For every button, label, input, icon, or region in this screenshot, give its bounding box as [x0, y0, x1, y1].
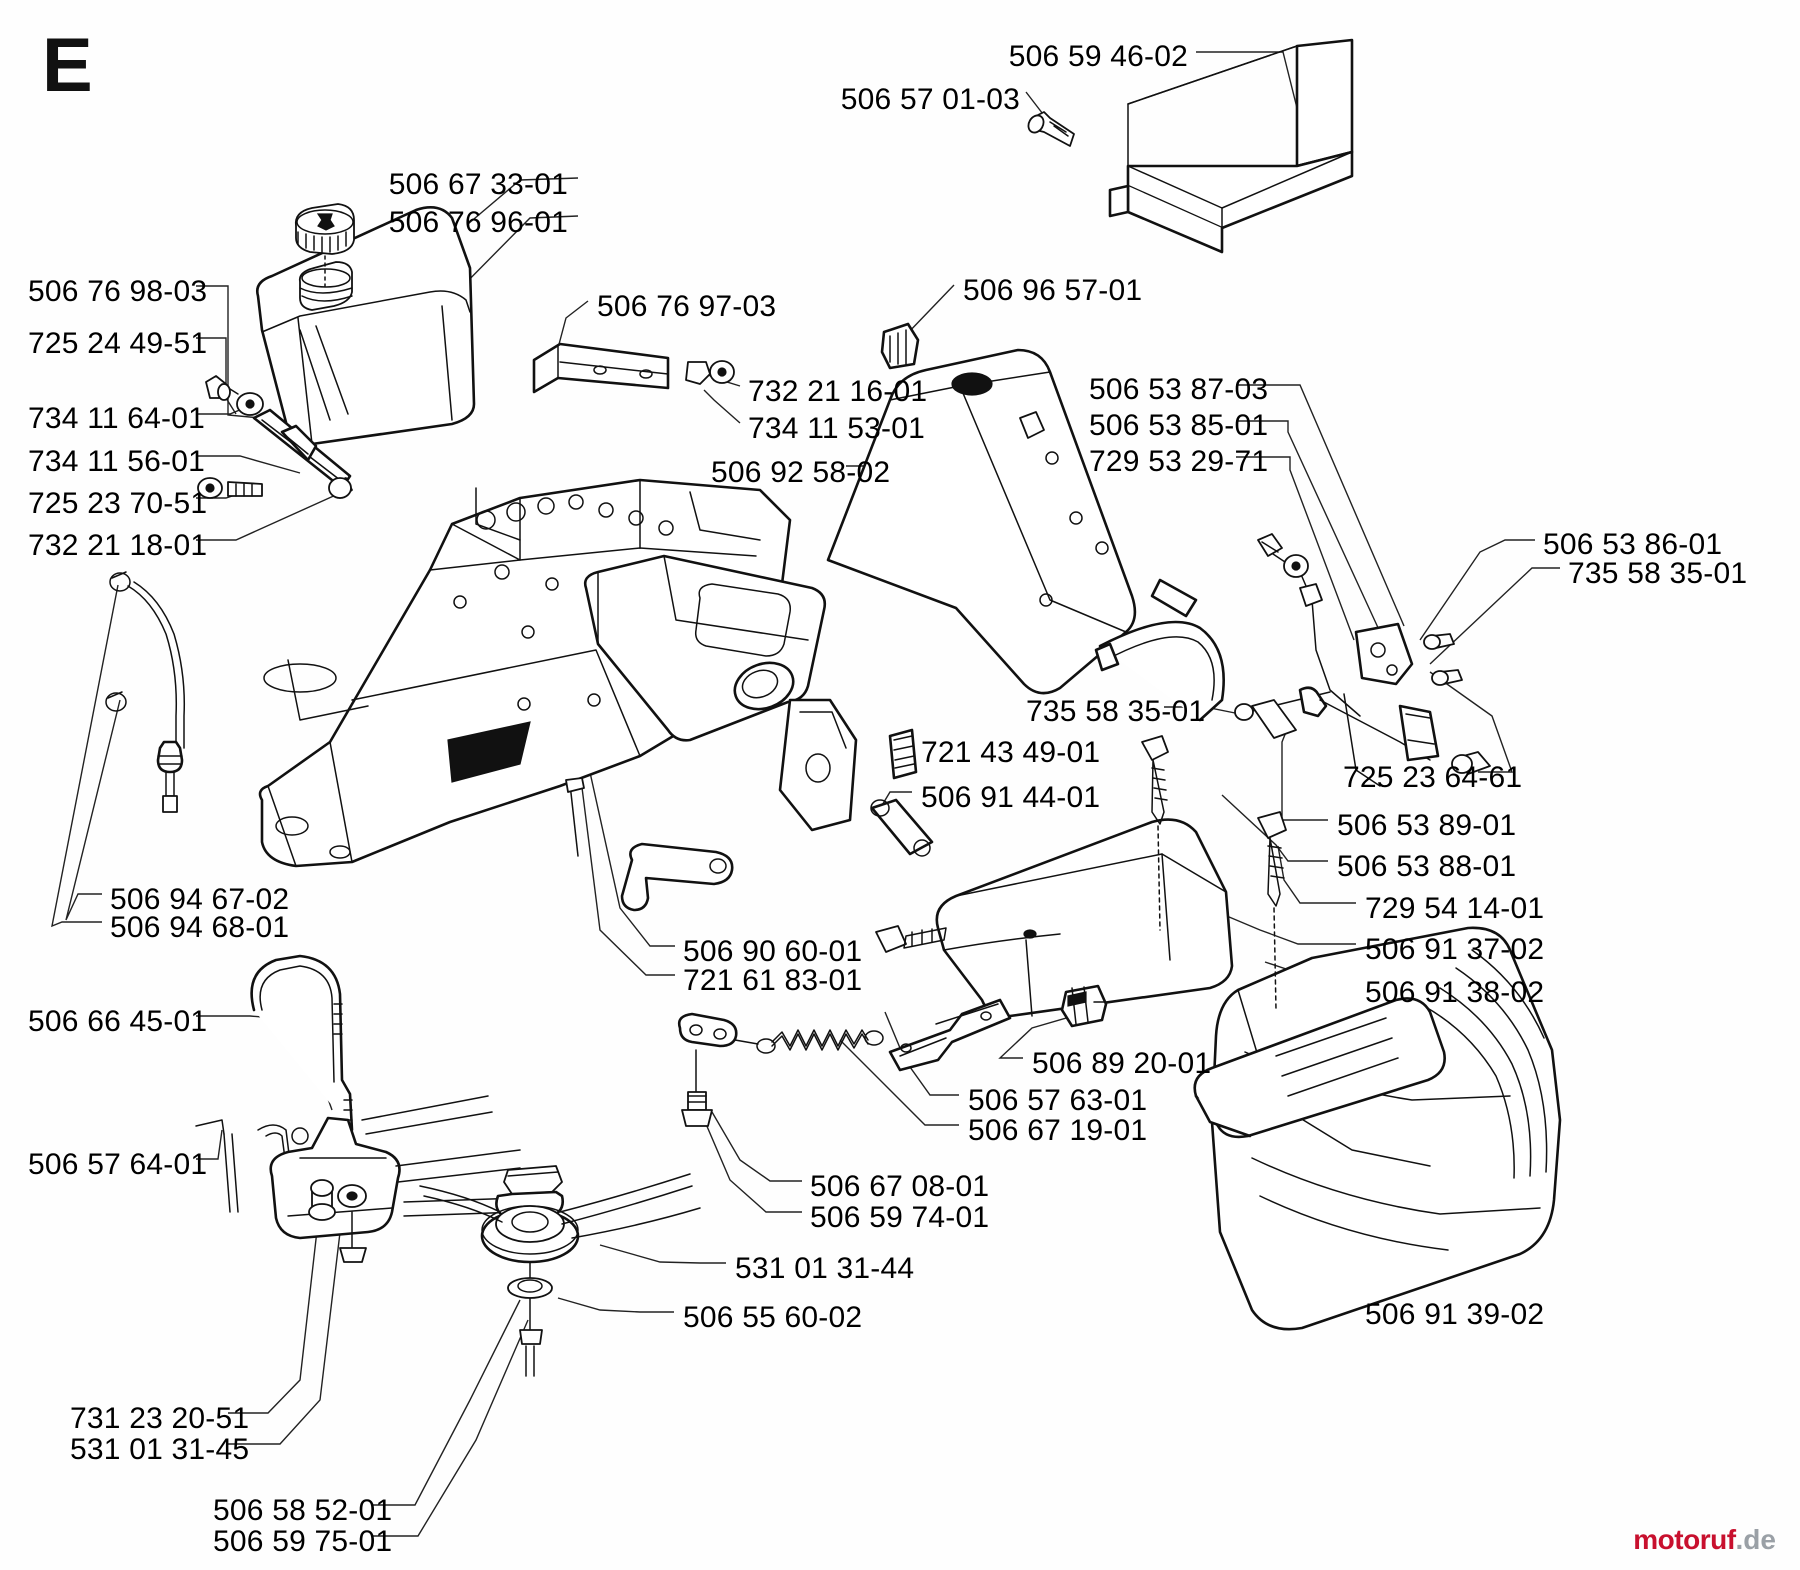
part-number-729-53-29-71: 729 53 29-71: [1089, 445, 1269, 478]
part-number-506-57-63-01: 506 57 63-01: [968, 1084, 1148, 1117]
part-number-506-91-38-02: 506 91 38-02: [1365, 976, 1545, 1009]
part-number-506-59-75-01: 506 59 75-01: [213, 1525, 393, 1558]
watermark: motoruf.de: [1633, 1524, 1776, 1556]
bracket-506-76-97-03: [532, 342, 735, 394]
part-number-506-94-67-02: 506 94 67-02: [110, 883, 290, 916]
part-number-506-58-52-01: 506 58 52-01: [213, 1494, 393, 1527]
part-number-506-59-74-01: 506 59 74-01: [810, 1201, 990, 1234]
part-number-506-67-08-01: 506 67 08-01: [810, 1170, 990, 1203]
part-number-506-67-19-01: 506 67 19-01: [968, 1114, 1148, 1147]
part-number-734-11-64-01: 734 11 64-01: [28, 402, 205, 435]
part-number-725-23-64-61: 725 23 64-61: [1343, 761, 1523, 794]
center-pulley-assembly: [419, 1165, 701, 1377]
handle-rod-506-66-45-01: [250, 954, 354, 1191]
part-number-731-23-20-51: 731 23 20-51: [70, 1402, 250, 1435]
watermark-tld: .de: [1735, 1524, 1776, 1555]
fuel-line-assembly: [105, 571, 186, 813]
screw-506-57-01-03: [1027, 111, 1075, 147]
part-number-531-01-31-44: 531 01 31-44: [735, 1252, 915, 1285]
part-number-506-76-98-03: 506 76 98-03: [28, 275, 208, 308]
part-number-506-55-60-02: 506 55 60-02: [683, 1301, 863, 1334]
part-number-506-91-39-02: 506 91 39-02: [1365, 1298, 1545, 1331]
part-number-734-11-53-01: 734 11 53-01: [748, 412, 925, 445]
part-number-735-58-35-01-right: 735 58 35-01: [1568, 557, 1748, 590]
link-arm-part: [565, 777, 734, 912]
rod-and-pin-assembly: [1234, 686, 1491, 787]
part-number-506-59-46-02: 506 59 46-02: [1008, 40, 1188, 73]
part-number-506-53-87-03: 506 53 87-03: [1089, 373, 1269, 406]
discharge-chute-part: [1108, 38, 1354, 254]
section-letter: E: [42, 23, 93, 108]
part-number-506-67-33-01: 506 67 33-01: [388, 168, 568, 201]
shield-screws: [875, 735, 1287, 1011]
cotter-pin-part: [195, 1119, 297, 1213]
part-number-725-23-70-51: 725 23 70-51: [28, 487, 208, 520]
control-rod-linkage-right: [1257, 533, 1463, 717]
part-number-506-53-86-01: 506 53 86-01: [1543, 528, 1723, 561]
part-number-721-61-83-01: 721 61 83-01: [683, 964, 863, 997]
part-number-725-24-49-51: 725 24 49-51: [28, 327, 208, 360]
fuel-tank-part: [256, 206, 476, 446]
pin-assembly-center: [870, 728, 934, 857]
rear-frame-arm: [826, 348, 1225, 722]
tank-strap-assembly: [197, 375, 353, 499]
part-number-732-21-18-01: 732 21 18-01: [28, 529, 208, 562]
part-number-721-43-49-01: 721 43 49-01: [921, 736, 1101, 769]
part-number-506-91-44-01: 506 91 44-01: [921, 781, 1101, 814]
part-number-506-94-68-01: 506 94 68-01: [110, 911, 290, 944]
part-number-506-96-57-01: 506 96 57-01: [963, 274, 1143, 307]
fuel-cap-part: [294, 203, 355, 287]
watermark-brand: motoruf: [1633, 1524, 1736, 1555]
part-number-506-90-60-01: 506 90 60-01: [683, 935, 863, 968]
part-number-506-91-37-02: 506 91 37-02: [1365, 933, 1545, 966]
part-number-506-53-88-01: 506 53 88-01: [1337, 850, 1517, 883]
part-number-506-66-45-01: 506 66 45-01: [28, 1005, 208, 1038]
part-number-506-76-97-03: 506 76 97-03: [597, 290, 777, 323]
pulley-bracket-assembly: [269, 1095, 521, 1263]
part-number-531-01-31-45: 531 01 31-45: [70, 1433, 250, 1466]
muffler-part: [1193, 926, 1562, 1331]
part-number-735-58-35-01-left: 735 58 35-01: [1026, 695, 1206, 728]
part-number-506-89-20-01: 506 89 20-01: [1032, 1047, 1212, 1080]
part-number-506-57-64-01: 506 57 64-01: [28, 1148, 208, 1181]
spring-and-plate: [677, 998, 1012, 1127]
part-number-506-92-58-02: 506 92 58-02: [711, 456, 891, 489]
center-console-tunnel: [583, 554, 858, 832]
part-number-506-57-01-03: 506 57 01-03: [840, 83, 1020, 116]
clip-506-89-20-01: [1060, 984, 1108, 1028]
part-number-732-21-16-01: 732 21 16-01: [748, 375, 928, 408]
part-number-506-76-96-01: 506 76 96-01: [388, 206, 568, 239]
part-number-506-53-85-01: 506 53 85-01: [1089, 409, 1269, 442]
clip-506-96-57-01: [880, 322, 920, 370]
part-number-729-54-14-01: 729 54 14-01: [1365, 892, 1545, 925]
part-number-734-11-56-01: 734 11 56-01: [28, 445, 205, 478]
part-number-506-53-89-01: 506 53 89-01: [1337, 809, 1517, 842]
